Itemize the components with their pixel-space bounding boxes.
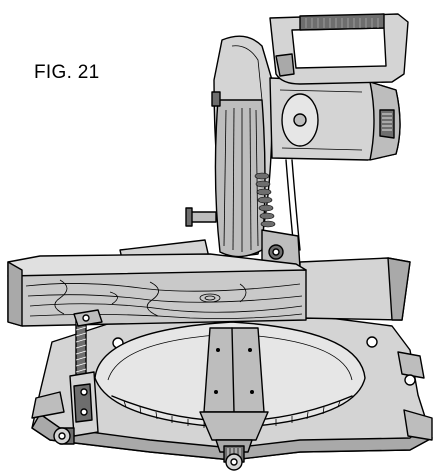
saw-handle-icon: [269, 13, 409, 85]
pivot-arm: [261, 229, 301, 269]
wood-board-icon: [7, 253, 307, 327]
miter-lock-knob-icon: [223, 445, 245, 471]
miter-table: [94, 321, 366, 453]
figure-label: FIG. 21: [34, 62, 100, 83]
blade-guard: [185, 35, 276, 259]
vertical-clamp-icon: [53, 309, 103, 445]
motor-housing: [269, 77, 401, 251]
